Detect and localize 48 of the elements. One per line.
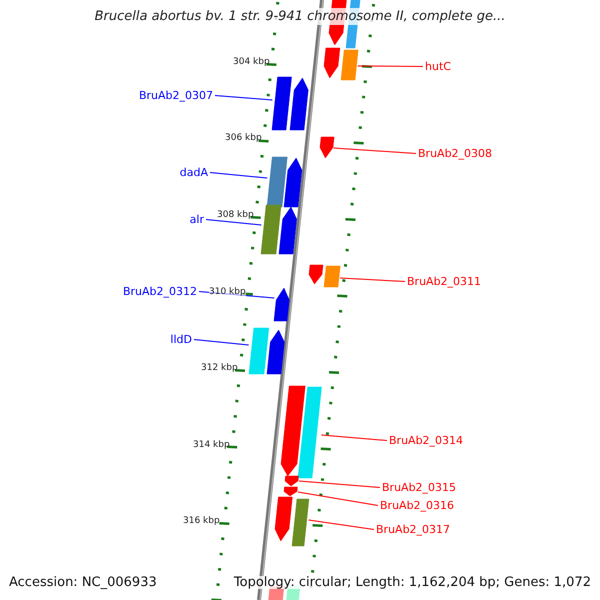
gene-label: BruAb2_0314 [389, 435, 464, 446]
gene-pentagon [279, 207, 297, 254]
gene-label: alr [190, 214, 204, 225]
leader-line [297, 492, 378, 506]
gene-pentagon [284, 158, 302, 207]
gene-pentagon [324, 48, 340, 78]
leader-line [308, 520, 374, 530]
gene-pentagon [290, 78, 309, 130]
gene-bar [272, 77, 292, 130]
gene-label: BruAb2_0317 [376, 524, 450, 535]
gene-label: BruAb2_0312 [122, 286, 197, 297]
leader-line [194, 339, 250, 346]
genome-summary-text: Topology: circular; Length: 1,162,204 bp; Genes: 1,072 [234, 576, 591, 589]
leader-line [333, 148, 416, 154]
gene-bar [267, 157, 288, 207]
gene-bar [340, 50, 358, 80]
gene-pentagon [320, 137, 334, 158]
scale-label: 316 kbp [183, 517, 220, 526]
gene-pentagon [309, 265, 324, 284]
leader-line [340, 278, 406, 282]
gene-pentagon [266, 330, 284, 374]
gene-label: BruAb2_0315 [382, 482, 456, 493]
gene-bar [292, 499, 309, 546]
scale-label: 310 kbp [209, 288, 246, 297]
gene-bar [261, 205, 282, 254]
gene-label: lldD [170, 334, 192, 345]
scale-label: 314 kbp [193, 441, 230, 450]
gene-bar [324, 266, 340, 287]
leader-line [357, 66, 424, 67]
gene-bar [298, 387, 322, 478]
gene-label: hutC [425, 61, 451, 72]
gene-pentagon [274, 288, 290, 321]
gene-label: BruAb2_0316 [380, 500, 454, 511]
leader-line [320, 434, 388, 441]
accession-text: Accession: NC_006933 [9, 576, 157, 589]
scale-label: 306 kbp [225, 134, 262, 143]
gene-pentagon [284, 487, 298, 496]
scale-label: 312 kbp [201, 364, 238, 373]
scale-label: 304 kbp [233, 58, 270, 67]
scale-label: 308 kbp [217, 211, 254, 220]
leader-line [298, 480, 380, 488]
gene-label: dadA [180, 167, 208, 178]
gene-label: BruAb2_0308 [418, 148, 492, 159]
gene-bar [248, 328, 269, 374]
leader-line [206, 219, 262, 226]
leader-line [198, 291, 275, 298]
gene-label: BruAb2_0307 [138, 90, 213, 101]
gene-label: BruAb2_0311 [407, 276, 482, 287]
